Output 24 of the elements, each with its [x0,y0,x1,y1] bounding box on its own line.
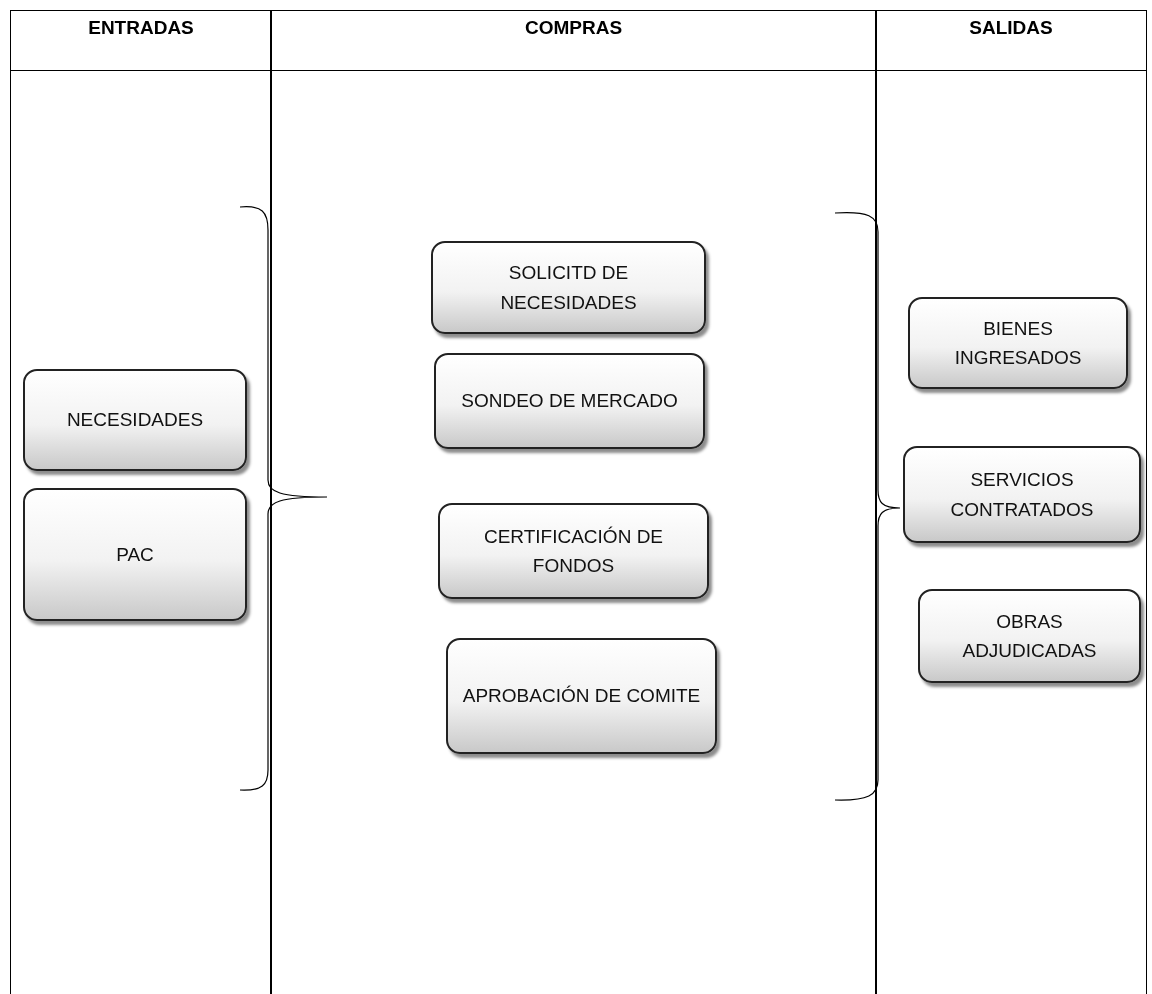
process-box [23,369,247,471]
process-box [446,638,717,754]
swimlane-column [10,10,272,994]
process-box [903,446,1141,543]
process-box [431,241,706,334]
box-label: SONDEO DE MERCADO [461,389,678,414]
header-label: SALIDAS [969,17,1053,40]
box-label: OBRAS ADJUDICADAS [961,609,1098,663]
process-box [434,353,705,449]
process-box [918,589,1141,683]
box-label: SOLICITD DE NECESIDADES [499,261,638,315]
process-box [908,297,1128,389]
swimlane-column [875,10,1147,994]
swimlane-column [270,10,877,994]
box-label: NECESIDADES [66,408,204,433]
header-label: COMPRAS [524,17,623,40]
process-box [23,488,247,621]
box-label: CERTIFICACIÓN DE FONDOS [482,524,665,578]
box-label: APROBACIÓN DE COMITE [462,684,701,709]
box-label: SERVICIOS CONTRATADOS [949,468,1095,522]
header-label: ENTRADAS [88,17,194,40]
process-box [438,503,709,599]
box-label: PAC [116,542,154,567]
box-label: BIENES INGRESADOS [953,316,1083,370]
